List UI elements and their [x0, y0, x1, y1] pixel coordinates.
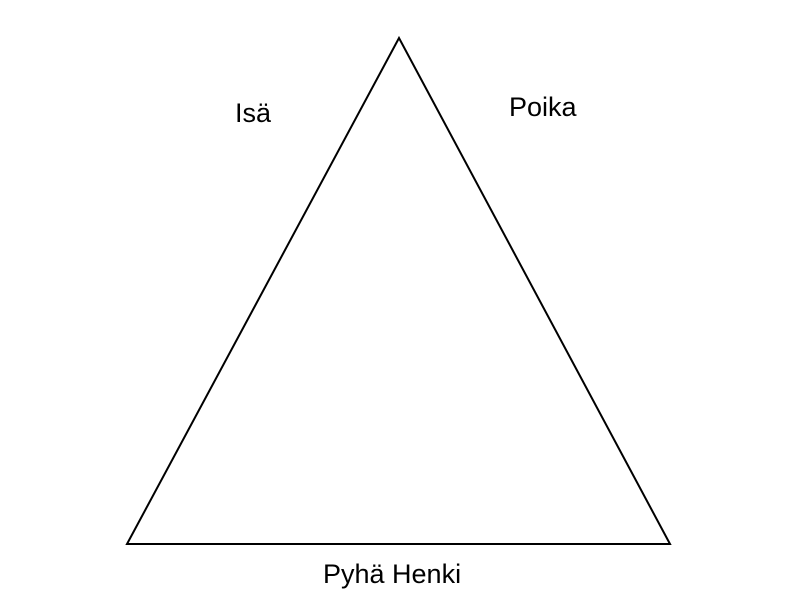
trinity-triangle — [125, 35, 672, 545]
label-son: Poika — [509, 92, 577, 122]
label-holy-spirit: Pyhä Henki — [323, 559, 462, 589]
label-father: Isä — [235, 98, 272, 128]
